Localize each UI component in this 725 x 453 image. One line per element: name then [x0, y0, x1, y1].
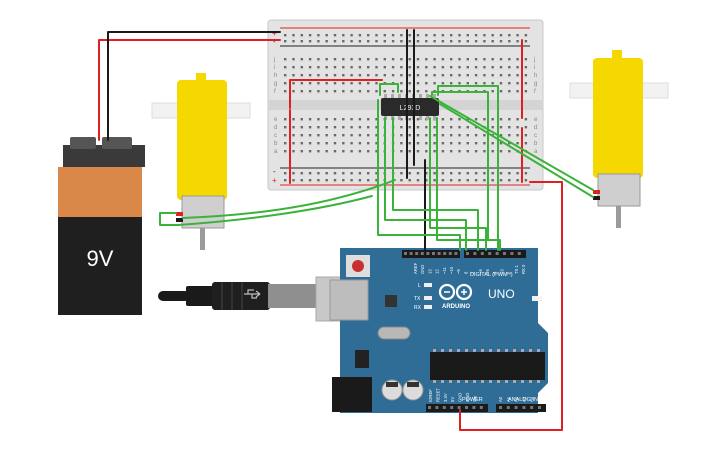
wire-green-motor-right-1 [429, 95, 594, 191]
wire-green-4 [392, 117, 479, 251]
pin-label: ~3 [499, 269, 504, 274]
wire-green-motor-left-1 [159, 195, 373, 226]
battery-9v[interactable]: 9V [58, 137, 145, 315]
pin-label: A1 [506, 396, 511, 402]
row-letter: b [534, 141, 538, 147]
pin-label: A5 [537, 396, 542, 402]
row-letter: h [534, 73, 537, 79]
power-label: POWER [462, 397, 483, 403]
row-letter: d [274, 125, 277, 131]
pin-label: Vin [472, 395, 477, 402]
pin-label: ~6 [478, 269, 483, 274]
pin-label: AREF [413, 262, 418, 274]
wire-green-motor-right-2 [439, 103, 594, 198]
pin-label: 8 [463, 271, 468, 274]
wire-green-1 [379, 83, 399, 96]
digital-label: DIGITAL (PWM~) [470, 272, 513, 278]
row-letter: e [274, 117, 278, 123]
wires [98, 29, 594, 431]
pin-label: ~10 [449, 266, 454, 274]
wire-5v-arduino [459, 181, 563, 431]
chip-label: L293D [400, 105, 421, 112]
motor-right[interactable] [569, 50, 669, 228]
pin-label: RX 0 [521, 264, 526, 274]
arduino-uno[interactable]: L TX RX ON ARDUINO UNO DIGITAL (PWM~) PO… [329, 248, 548, 413]
arduino-brand: ARDUINO [442, 304, 470, 310]
pin-label: A4 [529, 396, 534, 402]
row-letter: c [274, 133, 277, 139]
led-rx-label: RX [414, 305, 422, 311]
pin-label: ~5 [485, 269, 490, 274]
wire-battery-red [98, 39, 281, 141]
pin-label: RESET [435, 388, 440, 402]
arduino-model: UNO [488, 287, 515, 301]
wire-green-motor-left-2 [182, 179, 396, 219]
row-letter: a [274, 149, 278, 155]
analog-label: ANALOG IN [508, 397, 538, 403]
wire-green-8 [431, 91, 489, 241]
row-letter: b [274, 141, 278, 147]
pin-label: 7 [471, 271, 476, 274]
pin-label: A2 [514, 396, 519, 402]
pin-label: A0 [498, 396, 503, 402]
pin-label: GND [458, 393, 463, 402]
wire-green-3 [384, 117, 467, 251]
rail-minus-top: - [273, 37, 276, 46]
row-letter: i [274, 65, 275, 71]
wire-green-2 [377, 99, 461, 251]
arduino-infinity-logo [438, 283, 473, 301]
row-letter: f [534, 89, 536, 95]
pin-label: ~9 [456, 269, 461, 274]
rail-plus-bottom: + [272, 176, 277, 185]
row-letter: i [534, 65, 535, 71]
rail-plus-top: + [272, 29, 277, 38]
pin-label: 5V [450, 397, 455, 402]
pin-label: 12 [435, 269, 440, 274]
reset-button[interactable] [346, 255, 370, 277]
pin-label: TX 1 [514, 264, 519, 274]
wire-battery-black [107, 31, 281, 141]
pin-label: 3.3V [443, 393, 448, 402]
row-letter: g [534, 81, 537, 87]
row-letter: h [274, 73, 277, 79]
row-letter: c [534, 133, 537, 139]
wire-green-7 [437, 85, 499, 251]
pin-label: 13 [427, 269, 432, 274]
pin-label: GND [465, 393, 470, 402]
row-letter: j [273, 57, 275, 63]
pin-label: IOREF [428, 389, 433, 402]
pin-label: A3 [521, 396, 526, 402]
rail-minus-bottom: - [273, 167, 276, 176]
led-tx-label: TX [414, 296, 421, 302]
wire-green-6 [436, 117, 501, 251]
row-letter: a [534, 149, 538, 155]
wire-bb-red-left [289, 79, 383, 109]
pin-label: ~11 [442, 267, 447, 274]
pin-label: 2 [507, 271, 512, 274]
row-letter: g [274, 81, 277, 87]
led-on-label: ON [537, 296, 545, 302]
pin-label: 4 [492, 271, 497, 274]
row-letter: j [533, 57, 535, 63]
pin-label: GND [420, 265, 425, 274]
row-letter: f [274, 89, 276, 95]
row-letter: d [534, 125, 537, 131]
led-l-label: L [418, 283, 421, 289]
row-letter: e [534, 117, 538, 123]
battery-label: 9V [87, 246, 114, 271]
